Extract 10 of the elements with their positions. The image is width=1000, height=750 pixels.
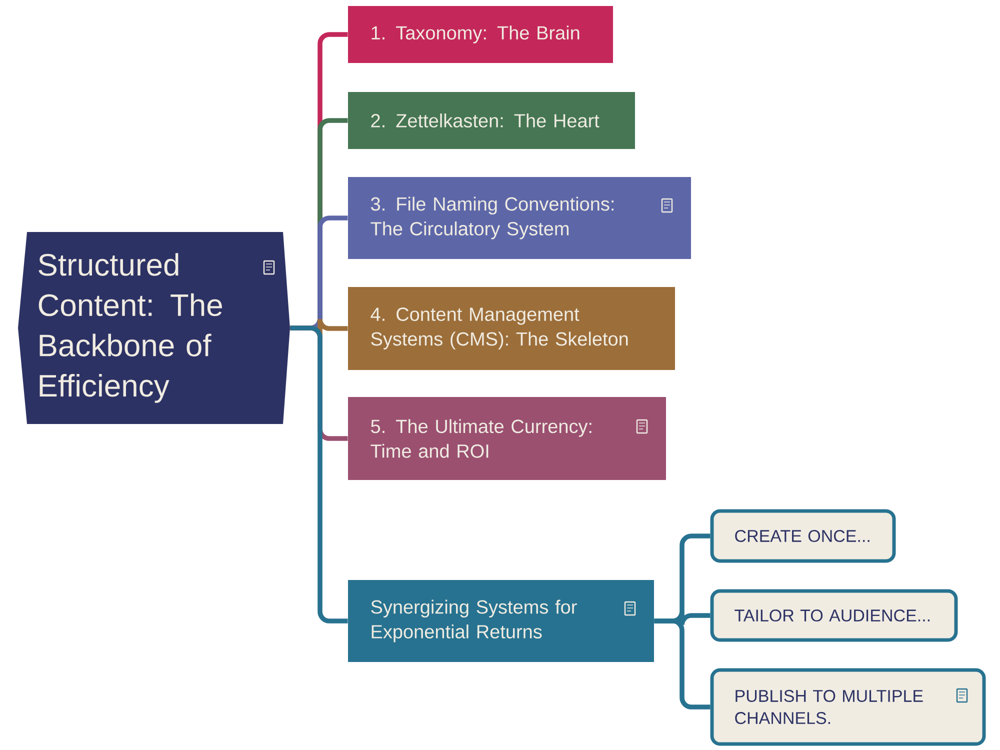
topic-box: 4. Content Management Systems (CMS): The Skeleton xyxy=(348,287,675,370)
subtopic-box: TAILOR TO AUDIENCE... xyxy=(710,589,958,642)
topic-box: Synergizing Systems for Exponential Returns xyxy=(348,580,654,662)
topic-box: 1. Taxonomy: The Brain xyxy=(348,6,613,63)
topic-box: 3. File Naming Conventions: The Circulatory System xyxy=(348,177,691,259)
topic-box: 5. The Ultimate Currency: Time and ROI xyxy=(348,397,666,480)
subtopic-box: PUBLISH TO MULTIPLE CHANNELS. xyxy=(710,668,986,746)
topic-box: 2. Zettelkasten: The Heart xyxy=(348,92,635,149)
connector xyxy=(654,618,710,710)
subtopic-box: CREATE ONCE... xyxy=(710,509,896,563)
